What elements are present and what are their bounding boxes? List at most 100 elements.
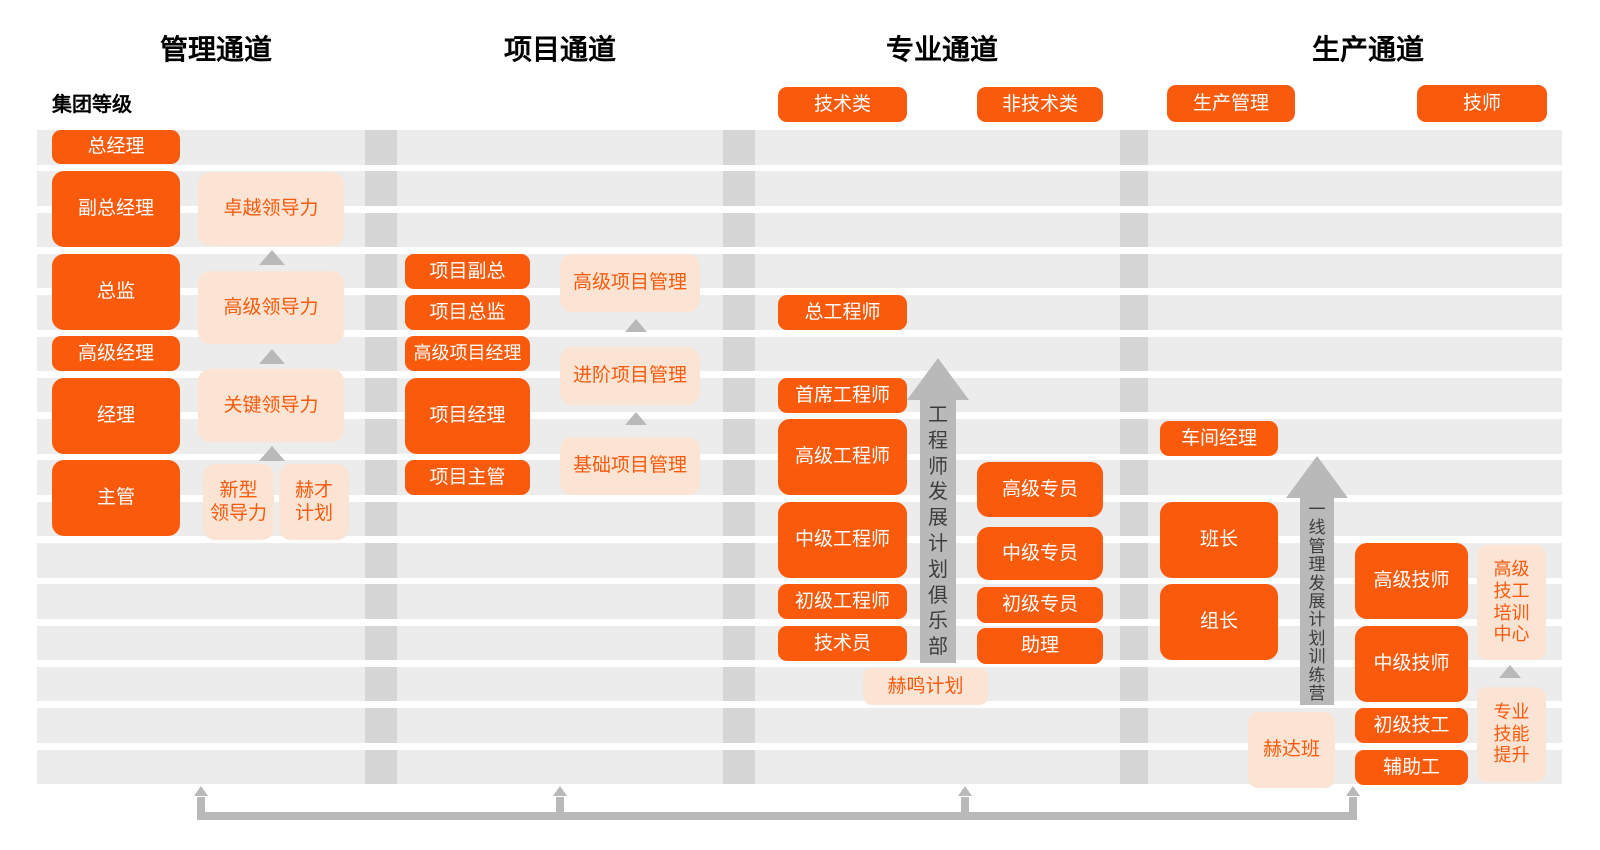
channel-divider-segment [365, 666, 397, 702]
channel-divider-segment [365, 708, 397, 743]
channel-divider-segment [723, 460, 755, 495]
level-project-supervisor: 项目主管 [405, 460, 530, 495]
channel-divider-segment [365, 295, 397, 330]
channel-divider-segment [365, 171, 397, 206]
channel-divider-segment [723, 708, 755, 743]
bottom-connector-stub [197, 797, 205, 812]
channel-divider-segment [723, 543, 755, 578]
up-arrow-icon [958, 786, 972, 796]
frontline-camp-arrow-label: 一 线 管 理 发 展 计 划 训 练 营 [1308, 500, 1326, 704]
level-project-director: 项目总监 [405, 295, 530, 330]
subheader-nontech: 非技术类 [977, 87, 1103, 122]
level-team-leader: 班长 [1160, 502, 1278, 578]
program-advanced-project-mgmt: 进阶项目管理 [560, 347, 700, 405]
channel-divider-segment [723, 377, 755, 413]
channel-divider-segment [1120, 253, 1148, 289]
subheader-prod-mgmt: 生产管理 [1167, 85, 1295, 122]
channel-divider-segment [1120, 625, 1148, 661]
channel-divider-segment [1120, 171, 1148, 206]
channel-divider-segment [1120, 130, 1148, 165]
channel-divider-segment [1120, 212, 1148, 248]
header-production-channel: 生产通道 [1311, 34, 1424, 65]
channel-divider-segment [365, 460, 397, 495]
level-group-leader: 组长 [1160, 584, 1278, 660]
frontline-camp-arrow-shaft [1300, 498, 1334, 705]
bottom-connector-bar [197, 812, 1357, 820]
engineer-club-arrow-head-icon [907, 358, 969, 400]
header-professional-channel: 专业通道 [885, 34, 998, 65]
up-arrow-icon [625, 412, 647, 425]
channel-divider-segment [365, 625, 397, 661]
level-supervisor: 主管 [52, 460, 180, 536]
header-management-channel: 管理通道 [159, 34, 272, 65]
level-project-vp: 项目副总 [405, 254, 530, 289]
level-senior-project-manager: 高级项目经理 [405, 336, 530, 371]
level-technician: 技术员 [778, 626, 907, 661]
group-level-label: 集团等级 [52, 94, 132, 116]
level-row-stripe [37, 130, 1562, 165]
level-assistant: 助理 [977, 628, 1103, 664]
level-workshop-manager: 车间经理 [1160, 421, 1278, 456]
program-new-leadership: 新型 领导力 [203, 464, 274, 540]
level-junior-worker: 初级技工 [1355, 708, 1468, 743]
bottom-connector-stub [556, 797, 564, 812]
engineer-club-arrow-shaft [920, 400, 956, 663]
channel-divider-segment [365, 543, 397, 578]
channel-divider-segment [723, 501, 755, 537]
program-heming-plan: 赫鸣计划 [863, 668, 988, 705]
level-mid-engineer: 中级工程师 [778, 502, 907, 578]
channel-divider-segment [365, 212, 397, 248]
subheader-technician: 技师 [1417, 85, 1547, 122]
channel-divider-segment [365, 501, 397, 537]
program-hecai-plan: 赫才 计划 [279, 464, 349, 540]
program-heda-class: 赫达班 [1248, 712, 1335, 788]
level-senior-engineer: 高级工程师 [778, 419, 907, 495]
level-junior-engineer: 初级工程师 [778, 584, 907, 619]
bottom-connector-stub [961, 797, 969, 812]
channel-divider-segment [365, 253, 397, 289]
level-mid-technician: 中级技师 [1355, 626, 1468, 702]
level-chief-engineer: 首席工程师 [778, 378, 907, 413]
channel-divider-segment [365, 749, 397, 784]
channel-divider-segment [723, 171, 755, 206]
channel-divider-segment [365, 419, 397, 454]
channel-divider-segment [723, 625, 755, 661]
channel-divider-segment [1120, 336, 1148, 371]
program-skill-upgrade: 专业 技能 提升 [1477, 687, 1546, 782]
channel-divider-segment [723, 336, 755, 371]
channel-divider-segment [723, 666, 755, 702]
program-senior-project-mgmt: 高级项目管理 [560, 254, 700, 312]
channel-divider-segment [365, 130, 397, 165]
channel-divider-segment [723, 419, 755, 454]
channel-divider-segment [1120, 584, 1148, 619]
up-arrow-icon [259, 250, 285, 265]
program-key-leadership: 关键领导力 [198, 369, 344, 442]
channel-divider-segment [723, 295, 755, 330]
program-excellence-leadership: 卓越领导力 [198, 172, 344, 246]
channel-divider-segment [723, 212, 755, 248]
channel-divider-segment [1120, 666, 1148, 702]
channel-divider-segment [1120, 377, 1148, 413]
up-arrow-icon [194, 786, 208, 796]
channel-divider-segment [1120, 501, 1148, 537]
channel-divider-segment [1120, 419, 1148, 454]
channel-divider-segment [723, 584, 755, 619]
level-senior-technician: 高级技师 [1355, 543, 1468, 619]
channel-divider-segment [723, 749, 755, 784]
program-basic-project-mgmt: 基础项目管理 [560, 437, 700, 495]
channel-divider-segment [365, 377, 397, 413]
level-auxiliary-worker: 辅助工 [1355, 750, 1468, 785]
level-senior-specialist: 高级专员 [977, 462, 1103, 517]
frontline-camp-arrow-head-icon [1286, 456, 1348, 498]
channel-divider-segment [1120, 708, 1148, 743]
up-arrow-icon [259, 349, 285, 364]
program-senior-training-center: 高级 技工 培训 中心 [1477, 545, 1546, 660]
channel-divider-segment [723, 130, 755, 165]
up-arrow-icon [1346, 786, 1360, 796]
bottom-connector-stub [1349, 797, 1357, 812]
level-deputy-general-manager: 副总经理 [52, 171, 180, 247]
level-director: 总监 [52, 254, 180, 330]
up-arrow-icon [1499, 665, 1521, 678]
channel-divider-segment [1120, 543, 1148, 578]
